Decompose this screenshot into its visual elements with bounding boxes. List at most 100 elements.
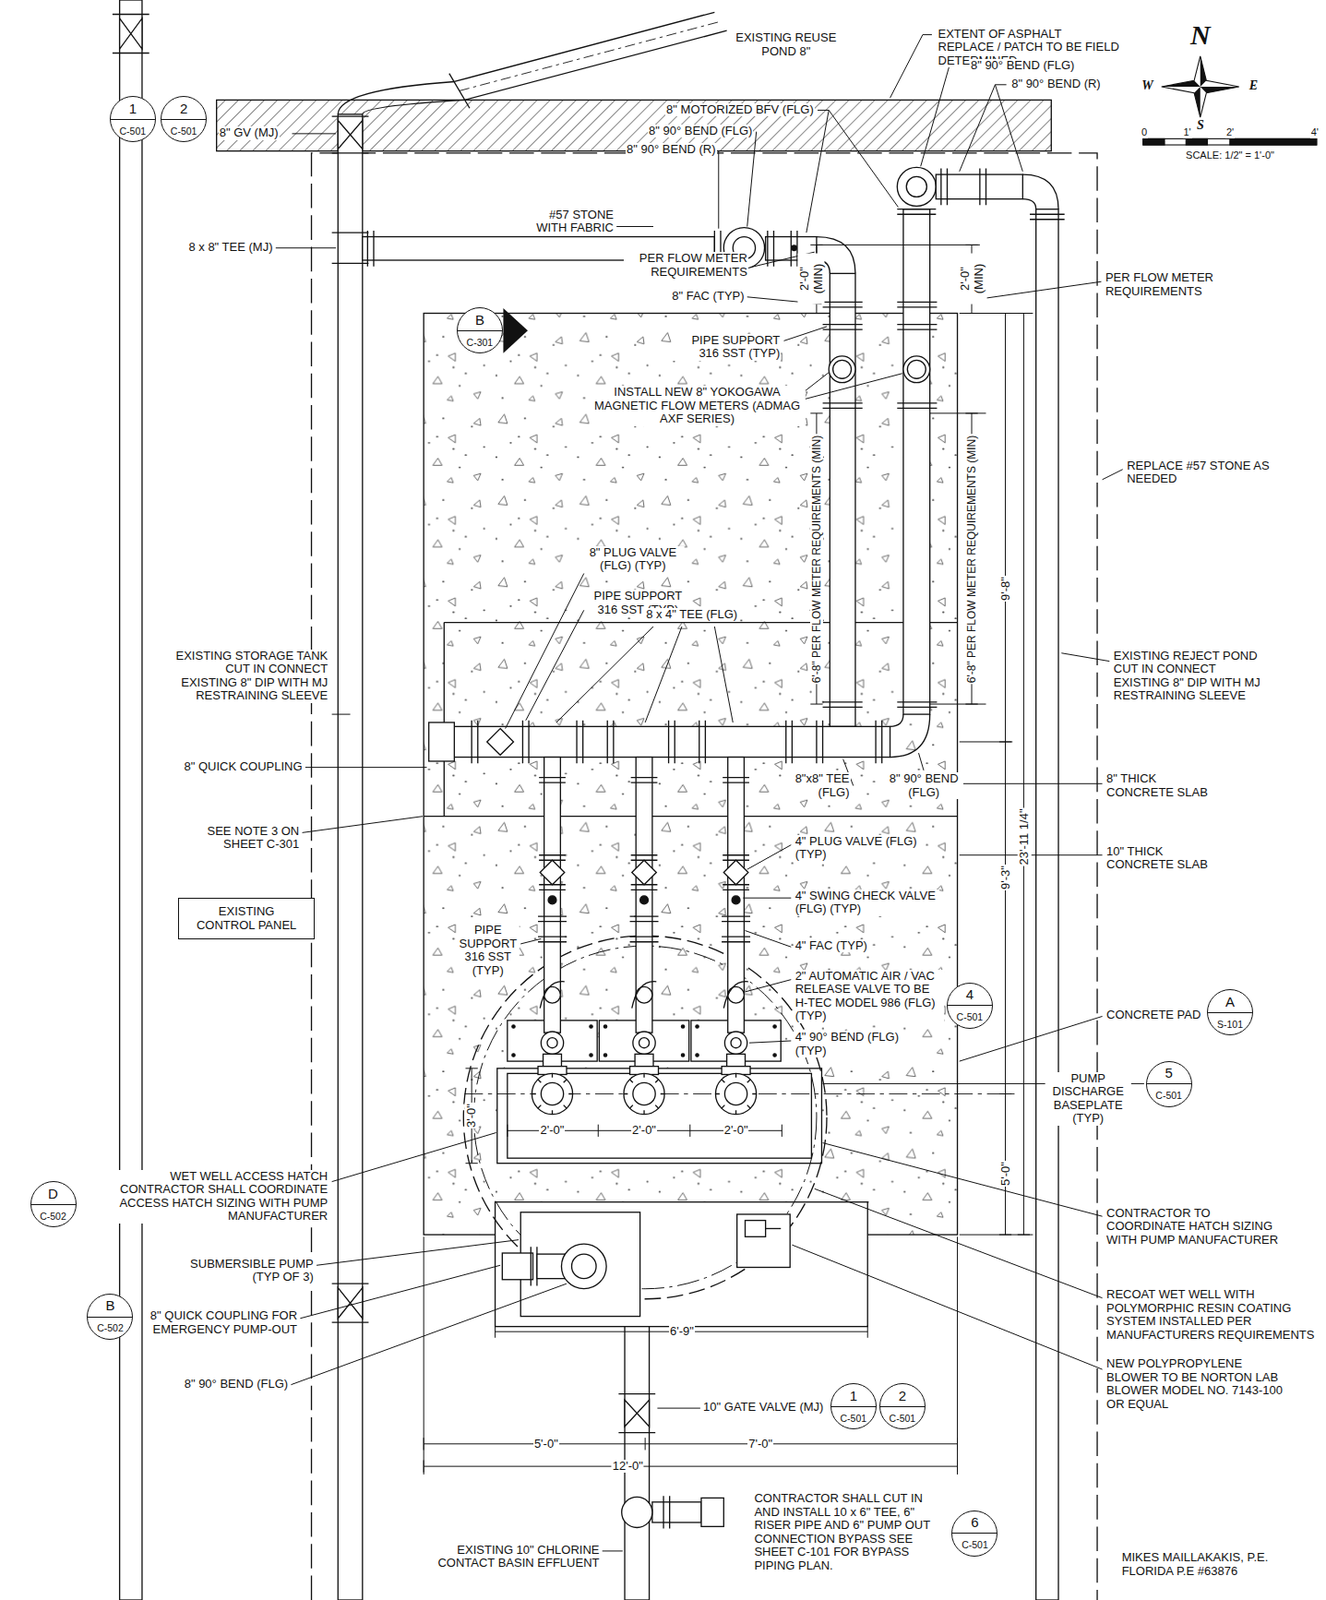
annotation-label: 8"x8" TEE (FLG) xyxy=(781,772,851,800)
dimension-text: 6'-9" xyxy=(668,1325,695,1339)
discharge-pipe xyxy=(829,273,856,727)
annotation-label: SCALE: 1/2" = 1'-0" xyxy=(1184,149,1276,162)
discharge-pipe xyxy=(429,722,455,762)
leader-line xyxy=(292,132,337,134)
annotation-label: PIPE SUPPORT 316 SST (TYP) xyxy=(456,923,520,978)
wet-well xyxy=(561,1243,607,1290)
existing-pipe xyxy=(119,18,143,49)
sheet-number: C-501 xyxy=(1146,1084,1192,1107)
discharge-pipe xyxy=(896,301,937,707)
annotation-label: PER FLOW METER REQUIREMENTS xyxy=(1104,271,1238,299)
leader-line xyxy=(745,979,792,992)
callout-number: 2 xyxy=(161,96,206,120)
box-text: EXISTING CONTROL PANEL xyxy=(191,905,301,932)
leader-line xyxy=(717,151,719,229)
dimension-line xyxy=(495,1326,869,1338)
site-outline xyxy=(423,622,957,817)
dimension-text: 5'-0" xyxy=(998,1160,1013,1187)
leader-line xyxy=(505,573,585,729)
leader-line xyxy=(800,372,902,401)
discharge-pipe xyxy=(907,359,926,379)
leader-line xyxy=(919,752,925,771)
annotation-label: 8" FAC (TYP) xyxy=(670,289,745,304)
leader-line xyxy=(602,1550,623,1552)
annotation-label: 4" 90° BEND (FLG) (TYP) xyxy=(794,1030,914,1058)
discharge-pipe xyxy=(906,176,927,197)
annotation-label: 0 xyxy=(1140,126,1148,139)
scale-bar xyxy=(1143,138,1317,145)
leader-line xyxy=(556,626,733,723)
sheet-number: S-101 xyxy=(1207,1013,1253,1036)
leader-line xyxy=(890,35,932,99)
discharge-pipe xyxy=(471,720,883,764)
annotation-label: 8 x 8" TEE (MJ) xyxy=(187,240,274,255)
dimension-line xyxy=(423,244,1033,1475)
callout-number: A xyxy=(1207,990,1253,1014)
wet-well xyxy=(495,1202,869,1327)
wet-well xyxy=(530,1246,538,1286)
annotation-label: 4" PLUG VALVE (FLG) (TYP) xyxy=(794,835,924,862)
annotation-label: 4" SWING CHECK VALVE (FLG) (TYP) xyxy=(794,889,940,917)
compass-letter: S xyxy=(1195,118,1206,133)
callout-number: D xyxy=(31,1182,76,1206)
dimension-text: 6'-8" PER FLOW METER REQUIREMENTS (MIN) xyxy=(810,434,824,685)
annotation-label: 8" PLUG VALVE (FLG) (TYP) xyxy=(581,546,686,574)
leader-line xyxy=(959,783,1103,785)
existing-pipe xyxy=(453,11,727,100)
annotation-label: 2" AUTOMATIC AIR / VAC RELEASE VALVE TO … xyxy=(794,969,944,1024)
north-arrow xyxy=(1161,56,1240,118)
dimension-text: 3'-0" xyxy=(465,1102,479,1129)
leader-line xyxy=(657,1408,700,1410)
leader-line xyxy=(747,845,792,871)
annotation-label: REPLACE #57 STONE AS NEEDED xyxy=(1125,459,1271,487)
discharge-pipe xyxy=(487,728,514,756)
scale-bar xyxy=(1143,138,1165,145)
leader-line xyxy=(987,281,1102,299)
dimension-text: 2'-0" xyxy=(539,1123,566,1138)
dimension-line xyxy=(810,244,823,705)
wet-well xyxy=(745,1220,766,1238)
discharge-pipe xyxy=(833,359,852,379)
north-arrow xyxy=(1161,56,1240,118)
site-outline xyxy=(423,313,957,1236)
dimension-line xyxy=(507,1124,782,1137)
leader-line xyxy=(745,931,792,948)
detail-callout: 5C-501 xyxy=(1146,1061,1193,1108)
leader-line xyxy=(275,35,1145,1552)
leader-line xyxy=(742,897,791,899)
discharge-pipe xyxy=(941,167,987,205)
detail-callout: 6C-501 xyxy=(951,1510,998,1557)
annotation-label: 2' xyxy=(1225,126,1235,139)
discharge-pipe xyxy=(890,714,931,757)
leader-line xyxy=(920,66,967,167)
detail-callout: AS-101 xyxy=(1206,989,1254,1036)
annotation-label: 8" 90° BEND (FLG) xyxy=(884,772,964,800)
dimension-line xyxy=(999,313,1012,1236)
callout-number: 4 xyxy=(947,983,992,1007)
callout-number: 2 xyxy=(880,1384,925,1408)
leader-line xyxy=(275,247,336,249)
dimension-text: 5'-0" xyxy=(533,1437,560,1452)
dimension-line xyxy=(465,1068,478,1164)
wet-well xyxy=(572,1254,598,1279)
wet-well xyxy=(737,1214,791,1268)
annotation-label: 8" QUICK COUPLING FOR EMERGENCY PUMP-OUT xyxy=(143,1309,299,1337)
annotation-label: 8" GV (MJ) xyxy=(218,126,280,141)
sheet-number: C-501 xyxy=(880,1407,925,1430)
annotation-label: 4' xyxy=(1310,126,1320,139)
sheet-number: C-501 xyxy=(831,1407,876,1430)
existing-pipe xyxy=(618,1394,656,1434)
annotation-label: 8" THICK CONCRETE SLAB xyxy=(1105,772,1218,800)
dimension-line xyxy=(965,244,978,705)
dimension-text: 7'-0" xyxy=(747,1437,774,1452)
discharge-pipe xyxy=(362,167,1059,764)
equipment-box: EXISTING CONTROL PANEL xyxy=(178,897,315,940)
scale-bar xyxy=(1230,138,1317,145)
annotation-label: NEW POLYPROPYLENE BLOWER TO BE NORTON LA… xyxy=(1105,1357,1297,1411)
discharge-pipe xyxy=(903,209,931,715)
existing-pipe xyxy=(624,1399,650,1427)
annotation-label: 4" FAC (TYP) xyxy=(794,939,869,954)
leader-line xyxy=(302,816,423,834)
annotation-label: CONTRACTOR TO COORDINATE HATCH SIZING WI… xyxy=(1105,1206,1290,1248)
